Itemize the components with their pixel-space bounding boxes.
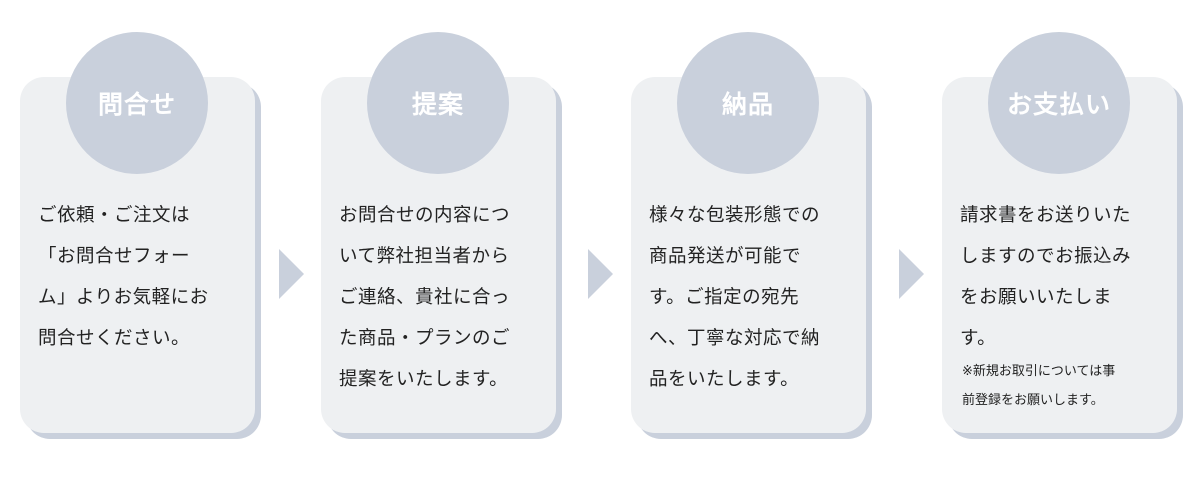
step-proposal: 提案 お問合せの内容につ いて弊社担当者から ご連絡、貴社に合っ た商品・プラン… bbox=[321, 32, 562, 439]
chevron-right-icon bbox=[588, 249, 613, 299]
step-description: 請求書をお送りいた しますのでお振込み をお願いいたしま す。 bbox=[960, 205, 1132, 349]
step-card: お支払い 請求書をお送りいた しますのでお振込み をお願いいたしま す。 ※新規… bbox=[942, 32, 1177, 433]
step-title-circle: お支払い bbox=[988, 32, 1130, 174]
step-card: 問合せ ご依頼・ご注文は 「お問合せフォー ム」よりお気軽にお 問合せください。 bbox=[20, 32, 255, 433]
step-card: 提案 お問合せの内容につ いて弊社担当者から ご連絡、貴社に合っ た商品・プラン… bbox=[321, 32, 556, 433]
step-description: 様々な包装形態での 商品発送が可能で す。ご指定の宛先 へ、丁寧な対応で納 品を… bbox=[649, 205, 821, 390]
step-description: お問合せの内容につ いて弊社担当者から ご連絡、貴社に合っ た商品・プランのご … bbox=[339, 205, 511, 390]
step-title: 納品 bbox=[721, 90, 774, 119]
step-title: 問合せ bbox=[97, 90, 176, 119]
step-title-circle: 提案 bbox=[367, 32, 509, 174]
step-note: ※新規お取引については事 前登録をお願いします。 bbox=[962, 364, 1116, 408]
step-title: 提案 bbox=[411, 90, 464, 119]
step-inquiry: 問合せ ご依頼・ご注文は 「お問合せフォー ム」よりお気軽にお 問合せください。 bbox=[20, 32, 261, 439]
step-description: ご依頼・ご注文は 「お問合せフォー ム」よりお気軽にお 問合せください。 bbox=[38, 205, 209, 349]
step-card: 納品 様々な包装形態での 商品発送が可能で す。ご指定の宛先 へ、丁寧な対応で納… bbox=[631, 32, 866, 433]
step-title-circle: 納品 bbox=[677, 32, 819, 174]
chevron-right-icon bbox=[279, 249, 304, 299]
chevron-right-icon bbox=[899, 249, 924, 299]
step-title-circle: 問合せ bbox=[66, 32, 208, 174]
step-delivery: 納品 様々な包装形態での 商品発送が可能で す。ご指定の宛先 へ、丁寧な対応で納… bbox=[631, 32, 872, 439]
step-title: お支払い bbox=[1006, 90, 1111, 119]
step-payment: お支払い 請求書をお送りいた しますのでお振込み をお願いいたしま す。 ※新規… bbox=[942, 32, 1183, 439]
